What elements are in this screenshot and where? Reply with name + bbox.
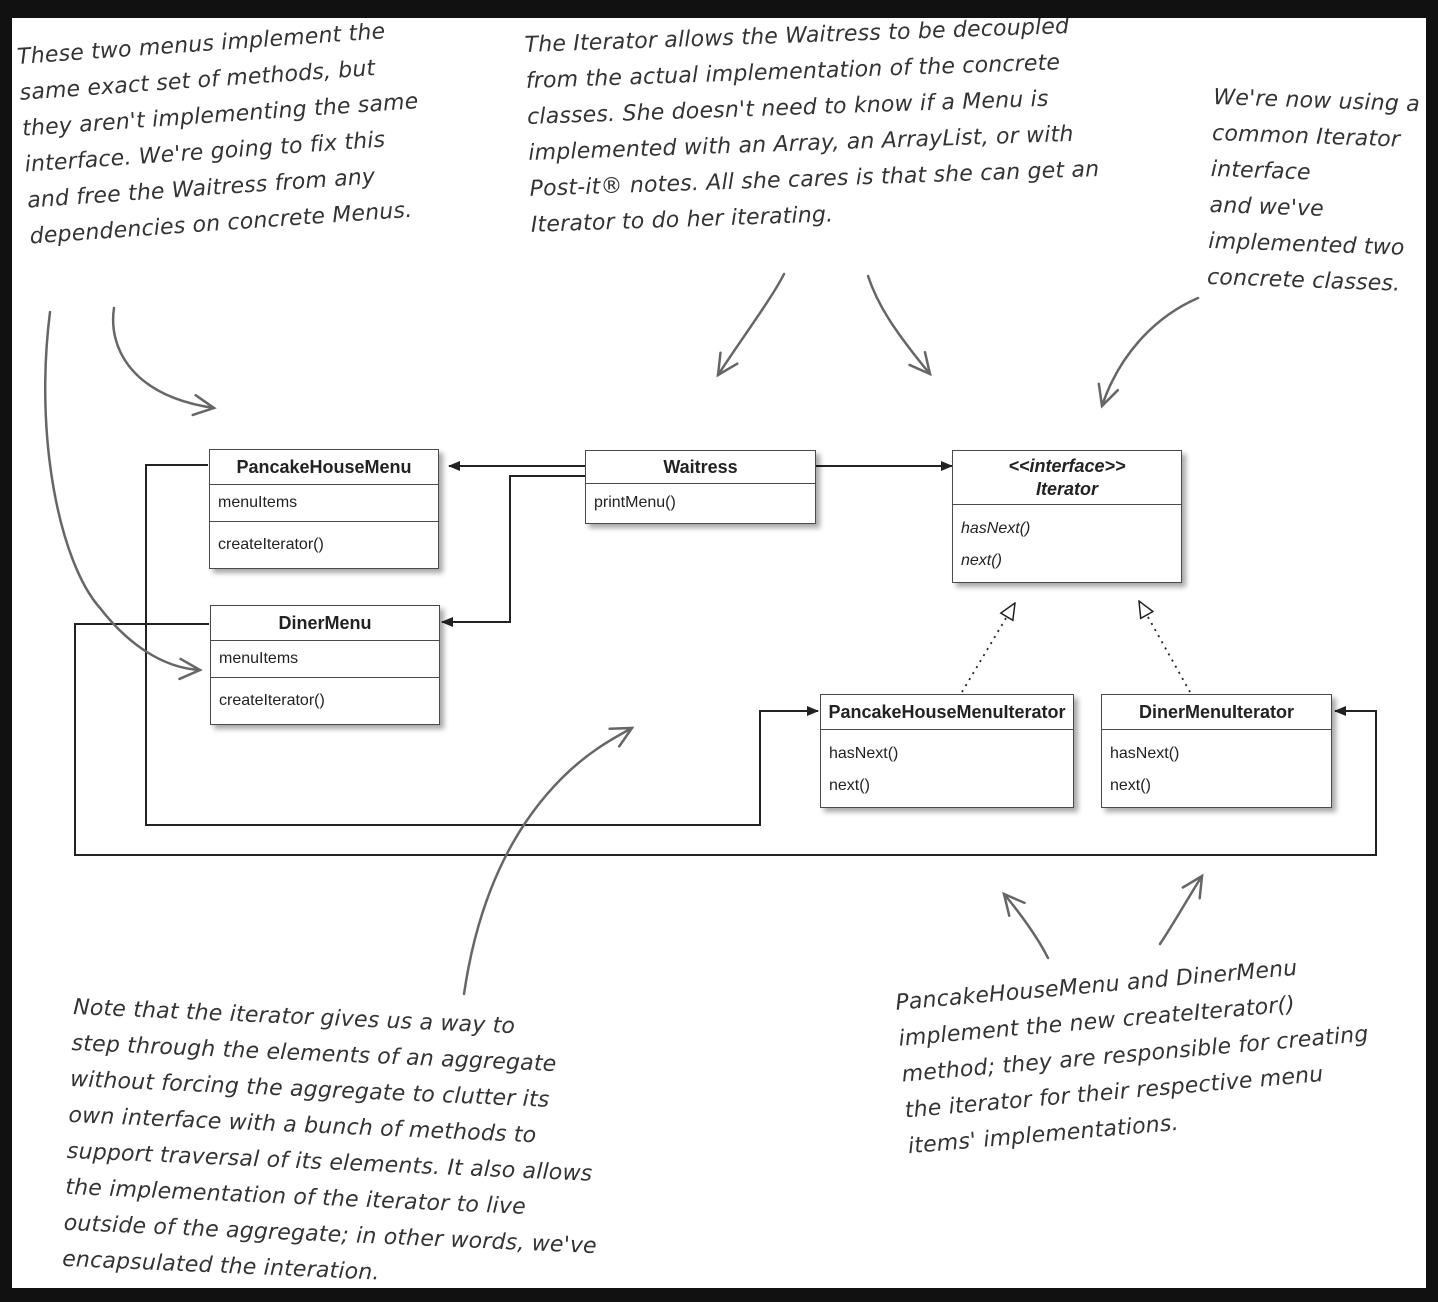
class-name: PancakeHouseMenu [210,450,438,485]
method-next: next() [961,552,1002,569]
class-name: DinerMenuIterator [1102,695,1331,730]
hand-arrow-bottom-right-2 [1158,873,1204,946]
hand-arrow-top-left-to-pancakehousemenu [111,306,217,417]
class-fields: menuItems [211,641,439,678]
class-name: Iterator [1035,479,1098,499]
note-top-left: These two menus implement the same exact… [16,19,420,250]
note-top-center: The Iterator allows the Waitress to be d… [524,18,1100,238]
assoc-waitress-dinermenu [441,475,585,627]
note-bottom-left: Note that the iterator gives us a way to… [61,994,598,1286]
hand-arrow-center-to-iterator [866,274,932,377]
interface-stereotype: <<interface>> [1008,456,1126,476]
class-methods: printMenu() [594,494,676,511]
realize-pancakehousemenuiterator-iterator [961,603,1015,693]
class-dinermenuiterator: DinerMenuIterator hasNext() next() [1101,694,1332,808]
class-pancakehousemenuiterator: PancakeHouseMenuIterator hasNext() next(… [820,694,1074,808]
hand-arrow-bottom-left-up [462,726,635,996]
class-name: DinerMenu [211,606,439,641]
method-hasnext: hasNext() [961,520,1031,537]
class-name: Waitress [586,451,815,484]
diagram-canvas: These two menus implement the same exact… [12,18,1426,1288]
class-dinermenu: DinerMenu menuItems createIterator() [210,605,440,725]
method-next: next() [1110,777,1151,794]
hand-arrow-right-to-iterator [1097,296,1200,409]
class-methods: createIterator() [219,692,325,709]
class-name: PancakeHouseMenuIterator [821,695,1073,730]
class-waitress: Waitress printMenu() [585,450,816,524]
hand-arrow-bottom-right-1 [1002,891,1050,960]
interface-header: <<interface>> Iterator [953,451,1181,505]
method-hasnext: hasNext() [1110,745,1180,762]
create-dinermenu-iterator [74,623,1377,856]
class-methods: hasNext() next() [953,505,1181,579]
hand-arrow-top-left-to-dinermenu [43,310,203,681]
realize-dinermenuiterator-iterator [1139,601,1191,693]
method-next: next() [829,777,870,794]
class-pancakehousemenu: PancakeHouseMenu menuItems createIterato… [209,449,439,569]
interface-iterator: <<interface>> Iterator hasNext() next() [952,450,1182,583]
class-fields: menuItems [210,485,438,522]
class-methods: hasNext() next() [821,730,1073,806]
note-top-right: We're now using a common Iterator interf… [1206,84,1421,297]
class-methods: createIterator() [218,536,324,553]
create-pancakehousemenu-iterator [145,464,819,826]
connector-layer [43,272,1377,996]
method-hasnext: hasNext() [829,745,899,762]
hand-arrow-center-to-waitress [716,272,786,378]
class-methods: hasNext() next() [1102,730,1331,806]
